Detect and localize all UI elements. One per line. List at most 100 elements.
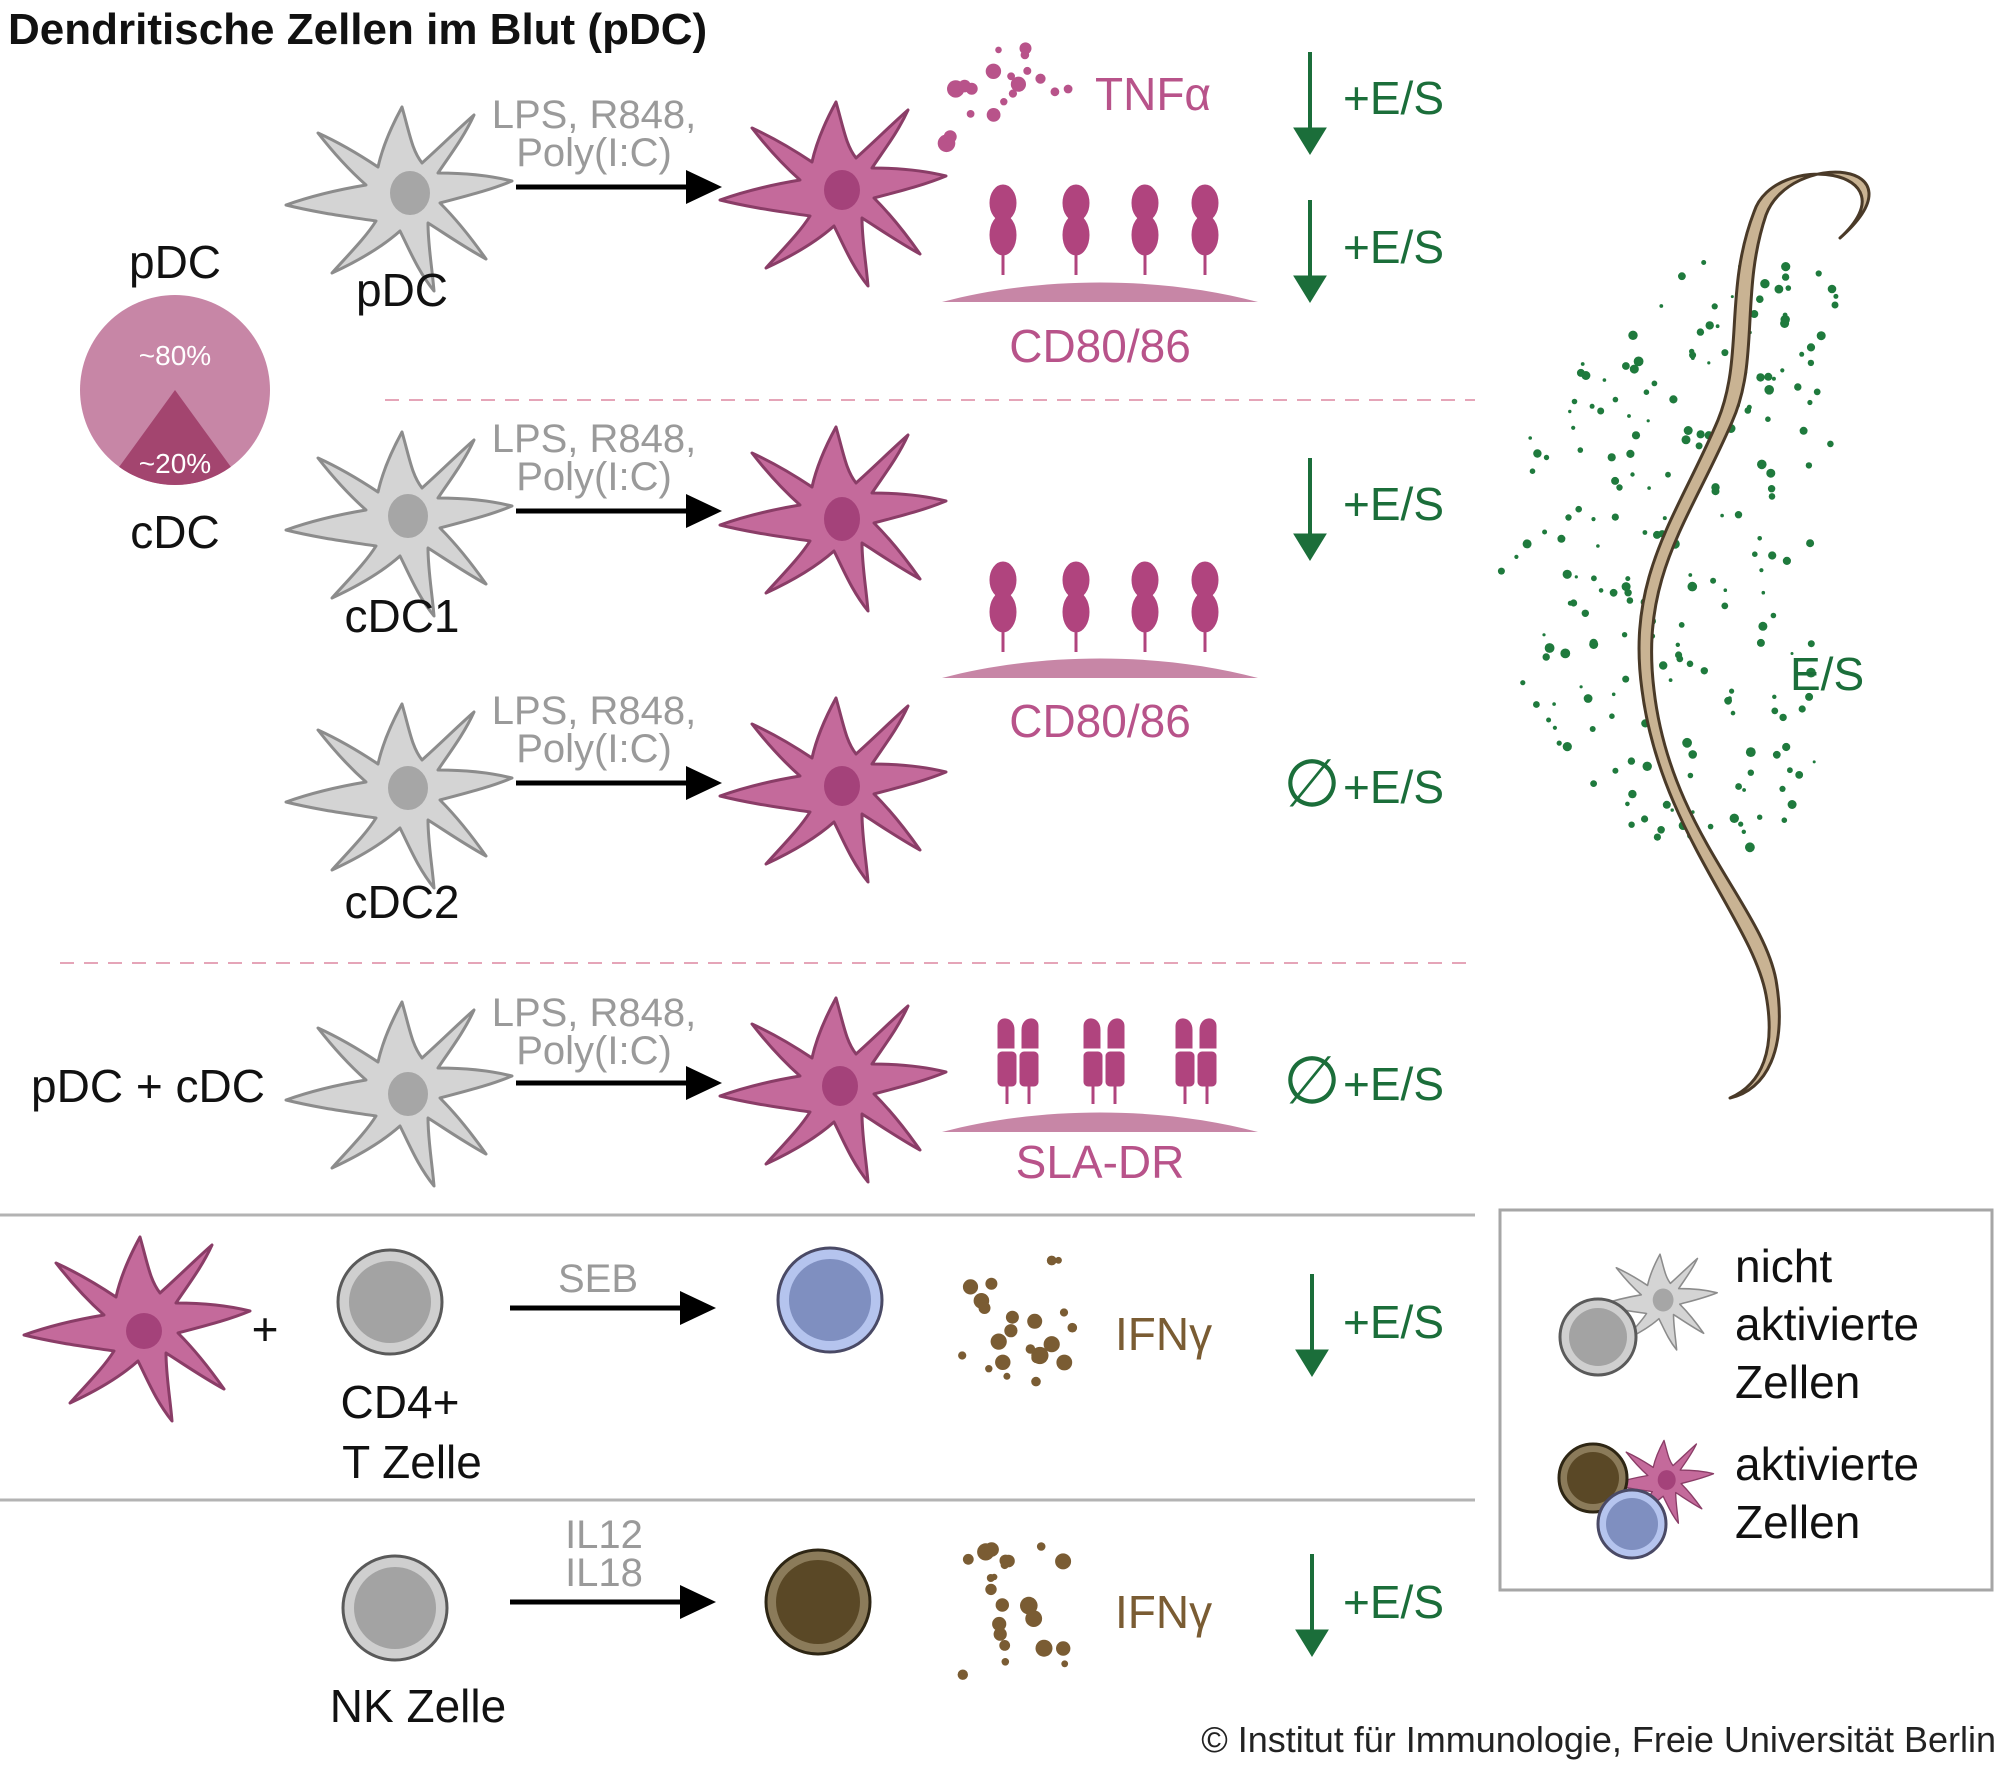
es-particle: [1690, 356, 1695, 360]
es-particle: [1589, 403, 1595, 409]
es-particle: [1675, 651, 1683, 659]
es-particle: [1689, 351, 1697, 359]
pie-top-label: pDC: [129, 236, 221, 288]
ifn-particle: [985, 1583, 997, 1596]
tnf-particle: [958, 79, 971, 93]
nk-stimulus-line2: IL18: [565, 1551, 643, 1595]
cdc2-stimulus-line1: LPS, R848,: [492, 689, 697, 733]
ifn-particle: [962, 1553, 974, 1565]
cdc2-no-effect-icon: ∅: [1283, 746, 1341, 820]
es-particle: [1738, 821, 1744, 827]
nk-effect-label: +E/S: [1343, 1576, 1444, 1628]
es-particle: [1514, 554, 1519, 560]
es-particle: [1767, 485, 1776, 493]
es-particle: [1805, 692, 1814, 701]
es-particle: [1806, 539, 1815, 548]
cdc2-cell-label: cDC2: [344, 876, 459, 928]
es-particle: [1562, 742, 1572, 752]
es-particle: [1759, 568, 1764, 573]
ifn-particle: [1056, 1641, 1071, 1656]
es-particle: [1815, 270, 1822, 277]
es-particle: [1787, 767, 1793, 774]
ifn-particle: [962, 1279, 979, 1295]
es-particle: [1807, 399, 1813, 406]
es-particle: [1780, 314, 1790, 325]
tcell-activated-cell: [776, 1246, 884, 1354]
es-particle: [1574, 575, 1578, 579]
legend-inactive-line3: Zellen: [1735, 1356, 1860, 1408]
es-particle: [1771, 376, 1776, 381]
es-particle: [1782, 556, 1791, 566]
es-particle: [1720, 513, 1724, 518]
es-particle: [1611, 692, 1616, 697]
es-particle: [1761, 590, 1766, 595]
es-particle: [1705, 321, 1714, 330]
legend-active-line1: aktivierte: [1735, 1438, 1919, 1490]
es-particle: [1571, 425, 1576, 430]
nk-ifn-gamma-particles: [957, 1542, 1072, 1680]
ifn-particle: [1055, 1553, 1072, 1570]
es-particle: [1670, 808, 1674, 812]
es-particle: [1633, 356, 1644, 367]
ifn-particle: [1035, 1639, 1053, 1657]
es-particle: [1756, 295, 1764, 304]
es-particle: [1653, 833, 1661, 841]
es-particle: [1686, 660, 1694, 668]
es-particle: [1589, 726, 1596, 732]
es-particle: [1543, 454, 1550, 461]
es-particle: [1741, 829, 1747, 834]
es-particle: [1556, 740, 1562, 746]
es-particle: [1628, 330, 1638, 340]
ifn-particle: [995, 1354, 1011, 1371]
es-particle: [1647, 486, 1651, 490]
es-particle: [1581, 609, 1590, 617]
es-particle: [1657, 826, 1665, 834]
es-particle: [1646, 419, 1650, 423]
es-particle: [1591, 517, 1596, 522]
es-particle: [1612, 396, 1619, 403]
tcell-plus-sign: +: [252, 1303, 279, 1355]
es-particle: [1782, 312, 1788, 318]
pie-slice-major-label: ~80%: [139, 340, 211, 371]
es-particle: [1641, 815, 1649, 823]
es-particle: [1662, 800, 1671, 809]
es-particle: [1768, 551, 1777, 560]
cdc2-activation-arrow: [516, 766, 722, 800]
tcell-label-line2: T Zelle: [342, 1436, 482, 1488]
legend-active-tcell-icon: [1596, 1488, 1668, 1560]
tnf-particle: [1020, 50, 1030, 60]
es-particle: [1742, 788, 1746, 792]
es-particle: [1622, 362, 1630, 370]
es-particle: [1790, 652, 1794, 655]
es-particle: [1781, 262, 1791, 272]
es-particle: [1734, 511, 1743, 519]
pdc-activated-cell: [718, 100, 948, 288]
tcell-ifn-gamma-particles: [958, 1255, 1078, 1387]
es-particle: [1653, 530, 1661, 539]
tnf-particle: [1035, 73, 1046, 84]
legend-inactive-line1: nicht: [1735, 1240, 1832, 1292]
es-particle: [1750, 310, 1759, 318]
tnf-particle: [1063, 84, 1073, 94]
tnf-alpha-particles: [937, 42, 1073, 153]
es-particle: [1659, 661, 1668, 670]
ifn-particle: [1004, 1324, 1018, 1338]
pdc-stimulus-line1: LPS, R848,: [492, 93, 697, 137]
es-particle: [1799, 426, 1808, 435]
es-particle: [1598, 588, 1604, 593]
ifn-particle: [992, 1616, 1007, 1632]
es-particle: [1609, 588, 1618, 597]
tnf-particle: [986, 108, 1001, 122]
nk-stimulus-line1: IL12: [565, 1513, 643, 1557]
es-particle: [1659, 304, 1664, 308]
es-particle: [1621, 582, 1631, 592]
es-particle: [1813, 388, 1821, 396]
es-particle: [1681, 435, 1691, 445]
es-particle: [1772, 750, 1781, 759]
tcell-label-line1: CD4+: [341, 1376, 460, 1428]
legend-inactive-line2: aktivierte: [1735, 1298, 1919, 1350]
es-particle: [1643, 389, 1650, 396]
es-particle: [1576, 368, 1585, 377]
ifn-particle: [1027, 1313, 1043, 1329]
es-particle: [1745, 842, 1755, 853]
